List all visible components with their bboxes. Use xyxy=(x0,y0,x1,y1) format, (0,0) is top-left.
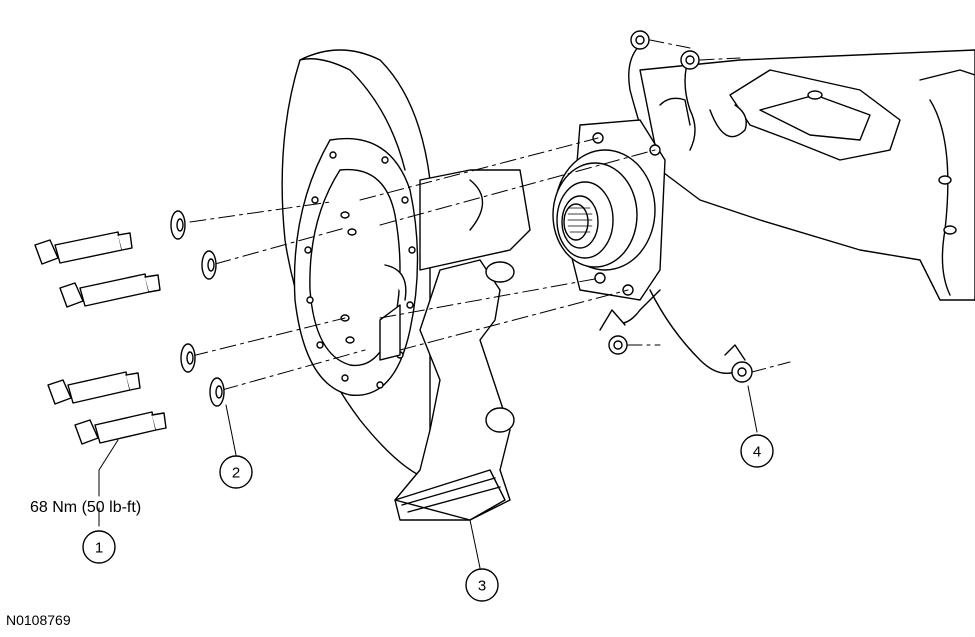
callout-number-3: 3 xyxy=(478,578,486,595)
callout-3 xyxy=(465,568,499,602)
callout-2 xyxy=(219,455,253,489)
steering-knuckle xyxy=(379,169,531,521)
hub-bolt xyxy=(34,231,133,265)
callout-leader-line xyxy=(98,385,758,569)
axle-housing xyxy=(639,49,975,301)
hub-bolt xyxy=(47,371,141,405)
callout-number-2: 2 xyxy=(232,465,240,482)
hub-bolt xyxy=(59,273,161,308)
fitting-alignment-line xyxy=(627,39,791,373)
washer xyxy=(170,210,186,240)
hub-bearing-flange xyxy=(552,119,666,301)
torque-spec-label: 68 Nm (50 lb-ft) xyxy=(30,499,142,516)
washer xyxy=(180,343,196,373)
washer xyxy=(201,250,217,280)
backing-plate-flange xyxy=(293,137,419,396)
callout-number-1: 1 xyxy=(95,540,103,557)
callout-1 xyxy=(82,530,116,564)
figure-id-label: N0108769 xyxy=(6,612,71,628)
washer xyxy=(209,377,225,407)
bolt-alignment-line xyxy=(189,137,656,391)
callout-number-4: 4 xyxy=(753,444,761,461)
callout-4 xyxy=(740,434,774,468)
brake-line-fitting xyxy=(599,30,753,383)
hub-bolt xyxy=(74,411,167,445)
